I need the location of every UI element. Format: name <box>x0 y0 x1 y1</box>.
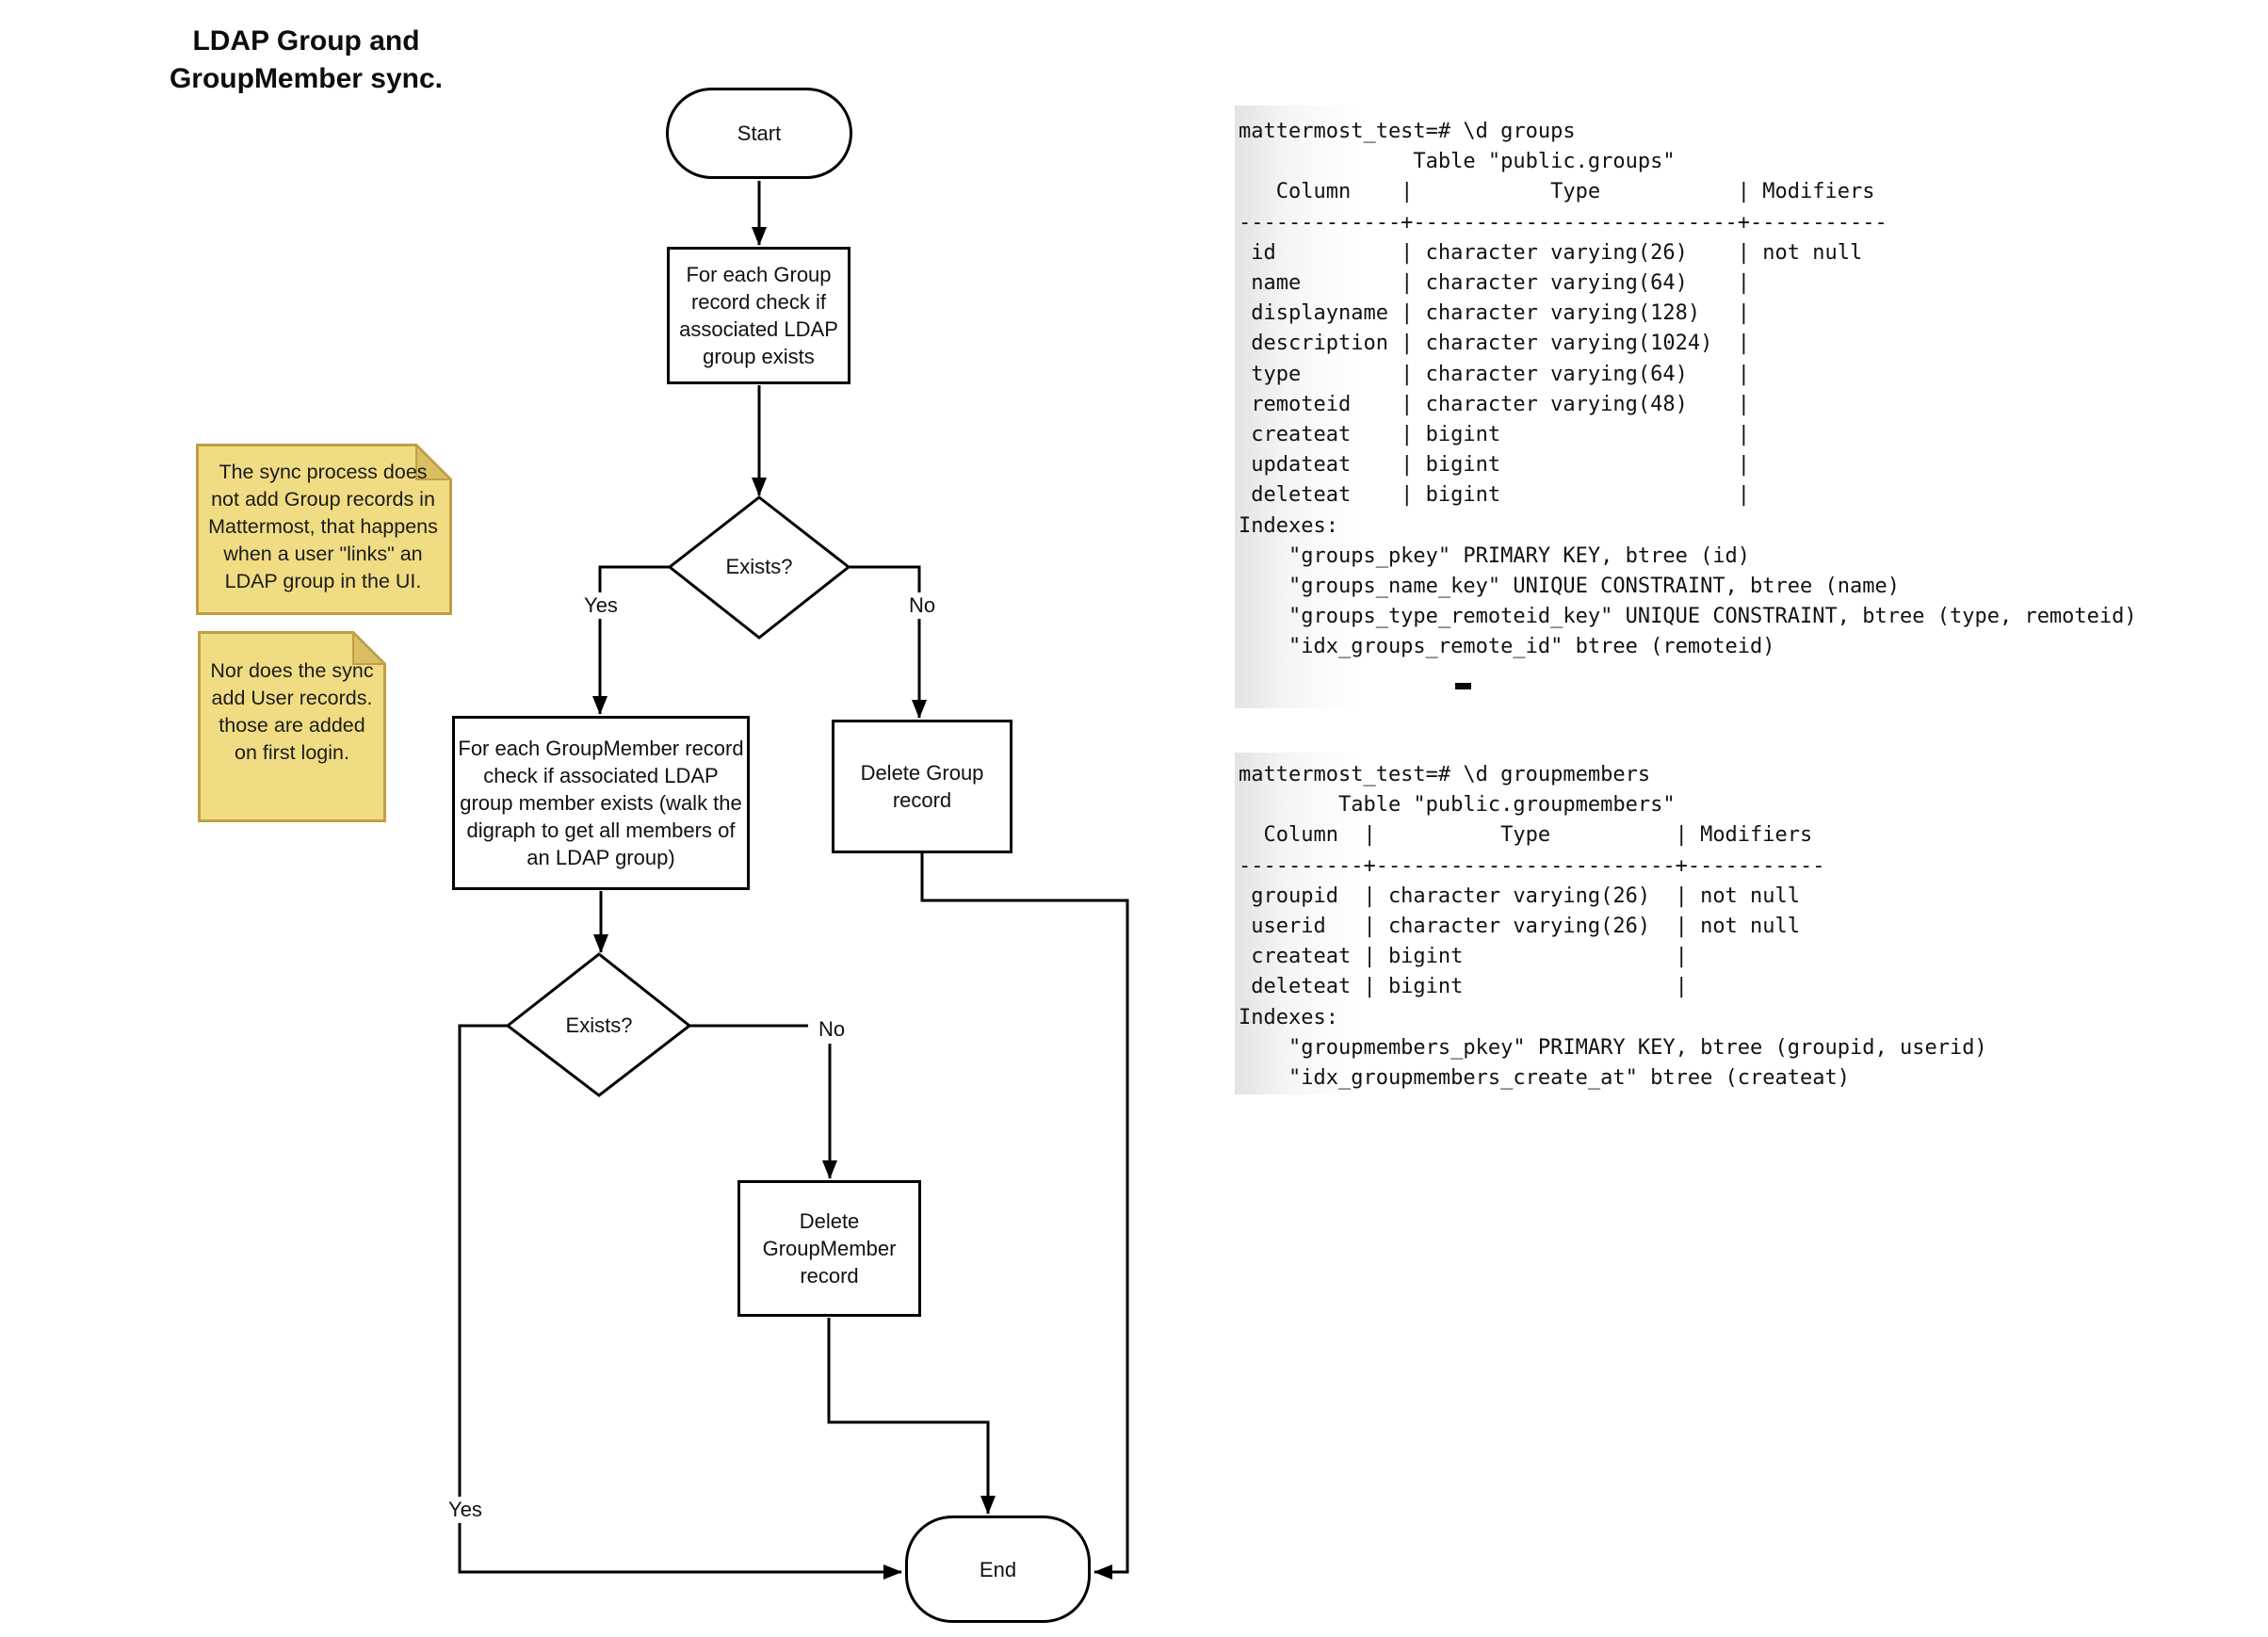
sticky-note-2: Nor does the sync add User records. thos… <box>198 630 387 822</box>
terminal-groupmembers-output: mattermost_test=# \d groupmembers Table … <box>1239 763 1987 1091</box>
terminal-groups-output: mattermost_test=# \d groups Table "publi… <box>1239 120 2137 659</box>
flow-decision-exists-2: Exists? <box>565 1013 633 1037</box>
edge-exists-1-no <box>849 565 927 719</box>
edge-label-yes-1: Yes <box>575 592 627 619</box>
flow-node-check-group: For each Group record check if associate… <box>667 247 850 384</box>
terminal-cursor <box>1455 683 1471 689</box>
edge-label-yes-2: Yes <box>439 1497 492 1523</box>
flow-node-delete-group: Delete Group record <box>832 720 1012 853</box>
flow-node-end: End <box>905 1515 1091 1623</box>
sticky-note-1-text: The sync process does not add Group reco… <box>208 461 438 592</box>
edge-label-no-1: No <box>899 592 946 619</box>
edge-exists-1-yes <box>592 565 670 715</box>
edge-label-no-2: No <box>808 1016 855 1043</box>
page-title-line-1: LDAP Group and <box>192 25 420 57</box>
page-title: LDAP Group and GroupMember sync. <box>132 23 480 98</box>
flow-node-start: Start <box>666 88 852 179</box>
sticky-note-1: The sync process does not add Group reco… <box>196 443 453 615</box>
sticky-note-1-shape <box>196 443 453 615</box>
sticky-note-2-shape <box>198 630 387 822</box>
flow-node-delete-groupmember: Delete GroupMember record <box>737 1180 921 1317</box>
edge-delete-groupmember-to-end <box>827 1318 996 1515</box>
sticky-note-2-text: Nor does the sync add User records. thos… <box>210 659 374 764</box>
flow-decision-exists-1: Exists? <box>725 555 793 578</box>
note-paper <box>196 444 452 615</box>
note-paper <box>198 631 386 822</box>
edge-delete-group-to-end <box>920 853 1129 1580</box>
note-fold-icon <box>352 630 387 665</box>
note-fold-icon <box>415 443 453 480</box>
flow-node-check-groupmember: For each GroupMember record check if ass… <box>452 716 750 890</box>
page-title-line-2: GroupMember sync. <box>169 63 444 94</box>
terminal-groups-bg <box>1235 105 2191 708</box>
terminal-groupmembers-bg <box>1235 753 1856 1094</box>
